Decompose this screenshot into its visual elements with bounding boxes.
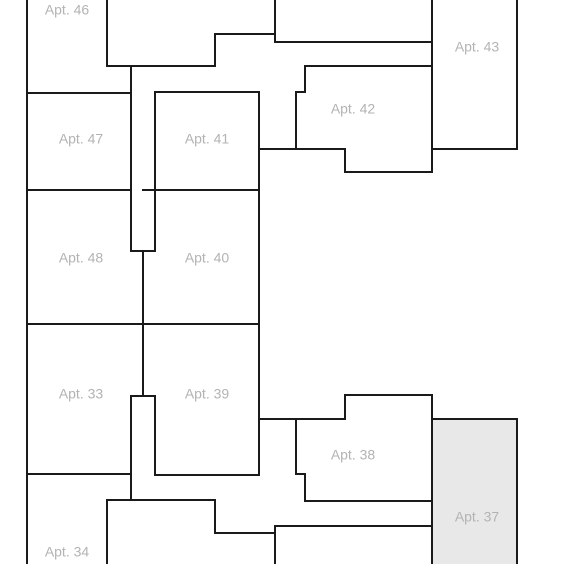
corridor-lower bbox=[130, 323, 260, 476]
apt-47-area[interactable] bbox=[27, 93, 131, 190]
apt-37-highlight bbox=[432, 419, 517, 564]
walls bbox=[26, 0, 518, 564]
apt-40-area[interactable] bbox=[143, 190, 259, 324]
apt-42-walls bbox=[258, 65, 433, 173]
apt-33-area[interactable] bbox=[27, 324, 143, 474]
unit-wall-top-left-b bbox=[130, 0, 276, 67]
apt-42-area[interactable] bbox=[296, 66, 432, 172]
unit-hit-areas bbox=[27, 0, 517, 564]
unit-wall-bottom-right bbox=[274, 525, 433, 534]
corridor-upper bbox=[130, 91, 260, 252]
apt-43-walls bbox=[431, 0, 518, 150]
unit-wall-top-right bbox=[274, 0, 433, 43]
unit-wall-bottom-left bbox=[106, 499, 276, 564]
apt-37-area[interactable] bbox=[432, 419, 517, 564]
unit-wall-top-left bbox=[106, 0, 132, 94]
apt-46-area[interactable] bbox=[27, 0, 107, 93]
apt-34-area[interactable] bbox=[27, 474, 131, 564]
apt-41-area[interactable] bbox=[155, 92, 259, 190]
apt-48-area[interactable] bbox=[27, 190, 143, 324]
apt-39-area[interactable] bbox=[143, 324, 259, 475]
apt-38-area[interactable] bbox=[296, 394, 432, 502]
apt-37-walls bbox=[431, 394, 518, 564]
apt-43-area[interactable] bbox=[432, 0, 517, 149]
